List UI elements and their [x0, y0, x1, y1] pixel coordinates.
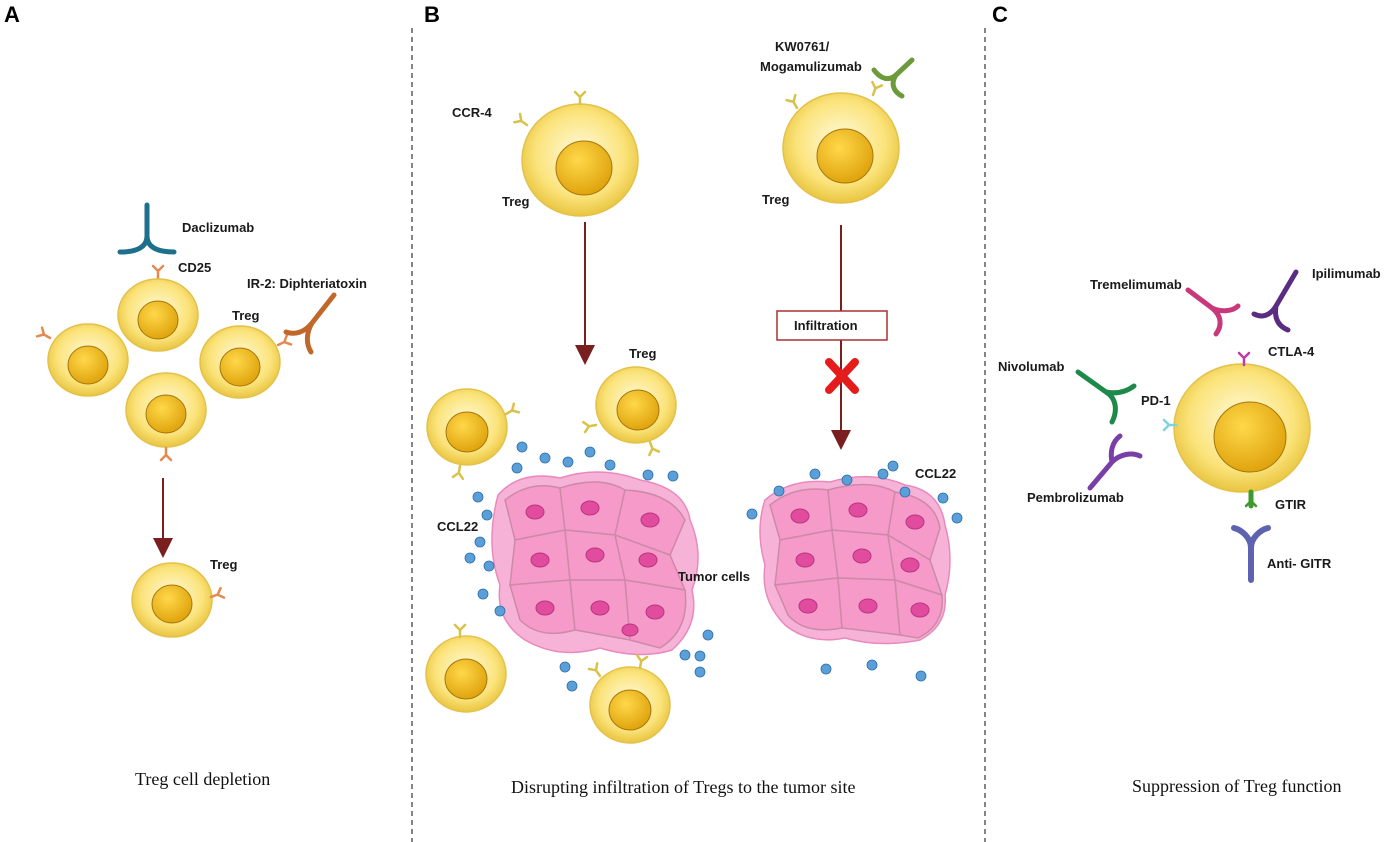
tumor-mass-right: [759, 475, 951, 645]
ccl22-chemokines: [464, 441, 963, 692]
ccr4-receptor: [644, 439, 661, 457]
treg-cell: [1173, 363, 1311, 493]
nivolumab-label: Nivolumab: [998, 359, 1065, 374]
cd25-receptor: [35, 326, 54, 344]
treg-cell: [125, 372, 207, 448]
panel-c: CTLA-4 Tremelimumab Ipilimumab PD-1 Nivo…: [998, 266, 1381, 796]
treg-cell: [199, 325, 281, 399]
pd1-label: PD-1: [1141, 393, 1171, 408]
panel-a: Daclizumab CD25 Treg IR-2: Diphteriatoxi…: [35, 202, 367, 789]
mogamulizumab-label: Mogamulizumab: [760, 59, 862, 74]
panel-b: CCR-4 Treg KW0761/ Mogamulizumab Treg In…: [425, 39, 963, 797]
ccr4-receptor: [513, 112, 532, 131]
treg-label: Treg: [210, 557, 238, 572]
pembrolizumab-antibody: [1087, 433, 1143, 491]
cd25-receptor: [159, 446, 173, 462]
ccr4-receptor: [451, 463, 467, 480]
panel-b-caption: Disrupting infiltration of Tregs to the …: [511, 777, 856, 797]
tremelimumab-antibody: [1185, 287, 1241, 337]
treg-cell: [595, 366, 677, 444]
ipilimumab-antibody: [1251, 269, 1299, 333]
cd25-receptor: [151, 264, 165, 280]
anti-gitr-label: Anti- GITR: [1267, 556, 1332, 571]
panel-c-caption: Suppression of Treg function: [1132, 776, 1342, 796]
treg-cell: [426, 388, 508, 466]
infiltration-box: [776, 310, 888, 341]
il2-toxin-label: IR-2: Diphteriatoxin: [247, 276, 367, 291]
gtir-label: GTIR: [1275, 497, 1307, 512]
ctla4-receptor: [1237, 351, 1251, 367]
panel-letter-a: A: [4, 2, 20, 27]
treg-cell: [782, 92, 900, 204]
ccr4-label: CCR-4: [452, 105, 492, 120]
daclizumab-label: Daclizumab: [182, 220, 254, 235]
ccr4-receptor: [785, 93, 803, 112]
cd25-label: CD25: [178, 260, 211, 275]
panel-letter-b: B: [424, 2, 440, 27]
daclizumab-antibody: [117, 202, 177, 255]
nivolumab-antibody: [1075, 369, 1137, 425]
treg-cell: [521, 103, 639, 217]
block-x-icon: [825, 358, 859, 394]
panel-a-caption: Treg cell depletion: [135, 769, 270, 789]
ipilimumab-label: Ipilimumab: [1312, 266, 1381, 281]
tumor-mass-left: [491, 471, 699, 656]
ccr4-receptor: [573, 90, 587, 106]
cd25-receptor: [274, 334, 293, 351]
treg-label: Treg: [762, 192, 790, 207]
treg-cell: [131, 562, 213, 638]
anti-gitr-antibody: [1231, 525, 1271, 583]
kw0761-label: KW0761/: [775, 39, 830, 54]
treg-cell: [425, 635, 507, 713]
treg-label: Treg: [502, 194, 530, 209]
tremelimumab-label: Tremelimumab: [1090, 277, 1182, 292]
infiltration-label: Infiltration: [794, 318, 858, 333]
ccr4-receptor: [587, 662, 606, 681]
mogamulizumab-antibody: [871, 57, 915, 99]
pembrolizumab-label: Pembrolizumab: [1027, 490, 1124, 505]
ccl22-label: CCL22: [437, 519, 478, 534]
il2-toxin-antibody: [283, 292, 337, 355]
treg-label: Treg: [232, 308, 260, 323]
treg-label: Treg: [629, 346, 657, 361]
ccr4-receptor: [453, 623, 467, 639]
ccr4-receptor: [867, 80, 884, 98]
treg-cell: [117, 278, 199, 352]
ctla4-label: CTLA-4: [1268, 344, 1315, 359]
treg-cell: [589, 666, 671, 744]
tumor-cells-label: Tumor cells: [678, 569, 750, 584]
ccl22-label: CCL22: [915, 466, 956, 481]
panel-letter-c: C: [992, 2, 1008, 27]
ccr4-receptor: [582, 418, 599, 434]
treg-cell: [47, 323, 129, 397]
